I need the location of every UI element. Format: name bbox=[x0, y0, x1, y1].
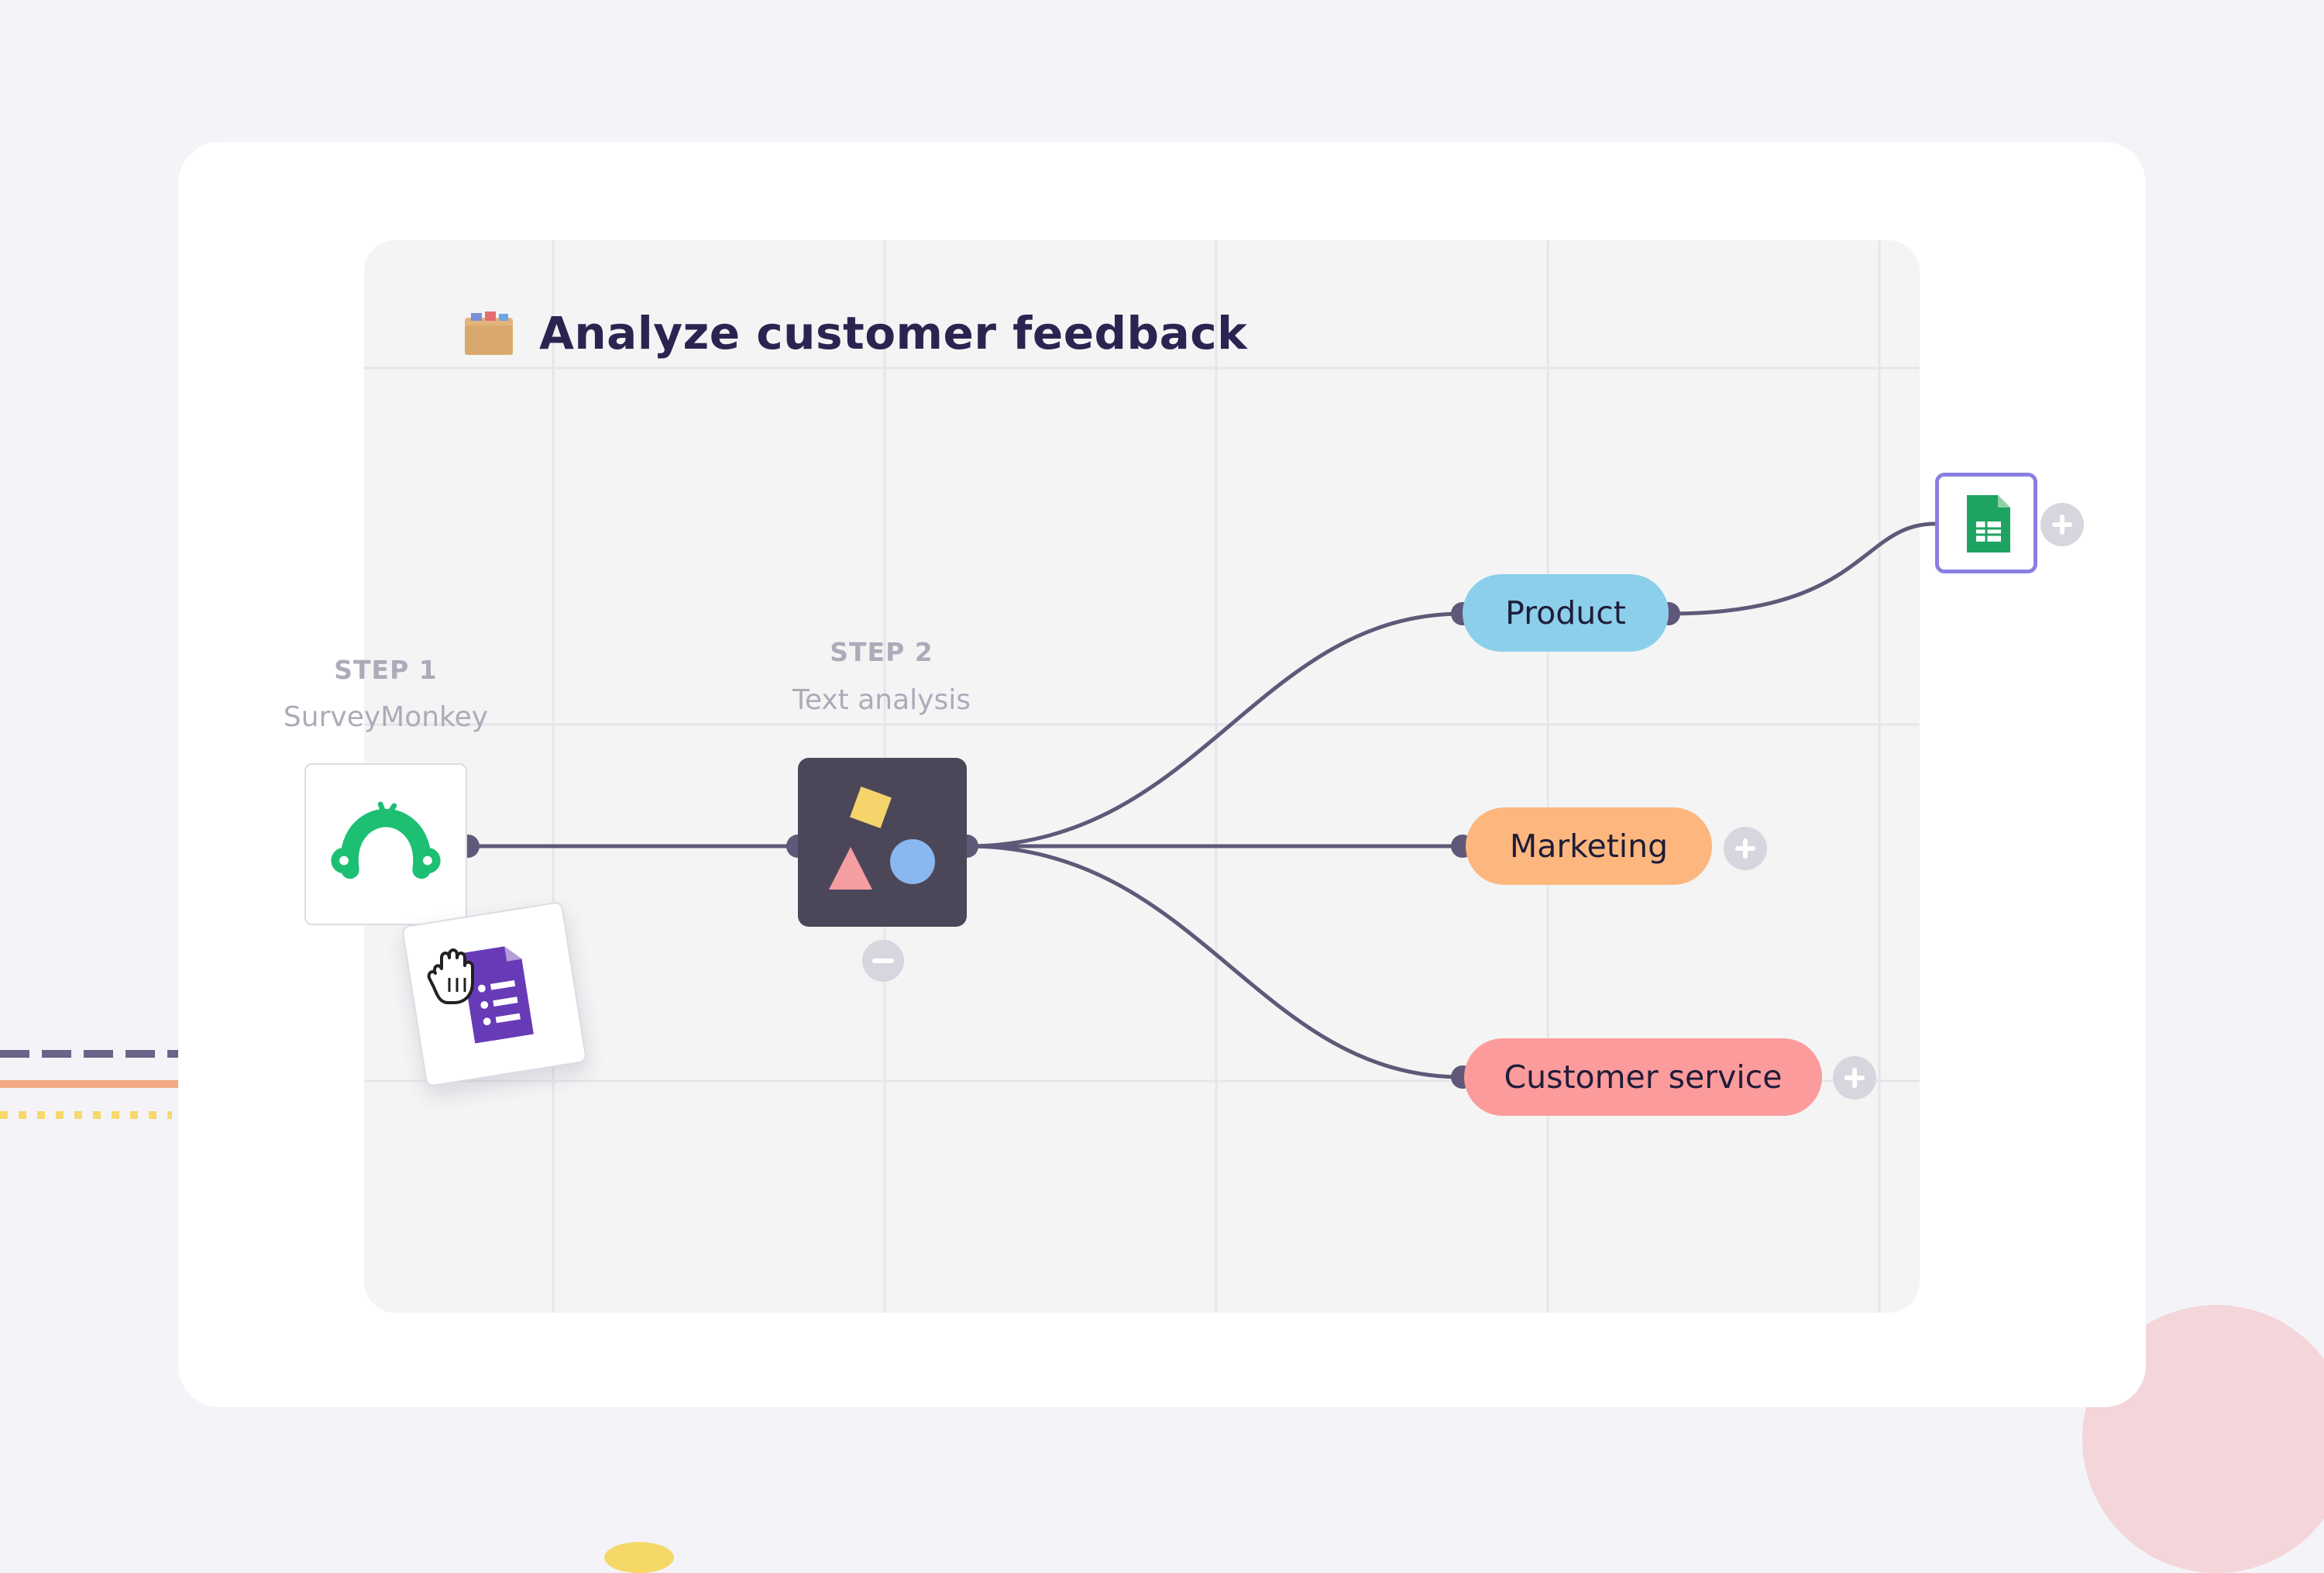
category-product[interactable]: Product bbox=[1463, 574, 1669, 652]
step-2-name: Text analysis bbox=[792, 684, 971, 716]
output-sheets-node[interactable] bbox=[1935, 473, 2037, 573]
grab-hand-cursor-icon bbox=[427, 948, 474, 1004]
category-customer-service[interactable]: Customer service bbox=[1464, 1038, 1822, 1116]
minus-icon bbox=[872, 959, 894, 963]
collapse-step-2-button[interactable] bbox=[862, 940, 904, 982]
surveymonkey-icon bbox=[331, 801, 441, 879]
step-1-node[interactable] bbox=[304, 763, 467, 925]
workflow-card: Analyze customer feedback bbox=[178, 142, 2146, 1407]
workflow-title[interactable]: Analyze customer feedback bbox=[539, 307, 1248, 360]
plus-icon bbox=[1735, 838, 1755, 859]
add-after-marketing-button[interactable] bbox=[1724, 827, 1767, 870]
canvas-grid bbox=[364, 240, 1920, 1313]
text-analysis-shapes-icon bbox=[829, 786, 935, 890]
step-2-node[interactable] bbox=[798, 758, 967, 927]
plus-icon bbox=[1844, 1068, 1865, 1088]
google-forms-icon bbox=[460, 946, 534, 1044]
google-sheets-icon bbox=[1967, 495, 2010, 552]
step-1-label: STEP 1 bbox=[334, 655, 438, 685]
plus-icon bbox=[2052, 515, 2072, 535]
workflow-header: Analyze customer feedback bbox=[463, 294, 1247, 372]
dragged-google-forms-card[interactable] bbox=[401, 900, 588, 1088]
step-1-name: SurveyMonkey bbox=[283, 701, 489, 733]
workflow-canvas[interactable]: Analyze customer feedback bbox=[364, 240, 1920, 1313]
add-after-customer-service-button[interactable] bbox=[1833, 1056, 1876, 1100]
step-2-label: STEP 2 bbox=[830, 637, 933, 667]
decorative-dashed-lines bbox=[0, 1050, 180, 1119]
decorative-yellow-blob bbox=[604, 1542, 674, 1573]
folder-emoji-icon bbox=[465, 312, 513, 355]
category-marketing[interactable]: Marketing bbox=[1466, 807, 1712, 885]
add-after-sheets-button[interactable] bbox=[2040, 503, 2084, 546]
